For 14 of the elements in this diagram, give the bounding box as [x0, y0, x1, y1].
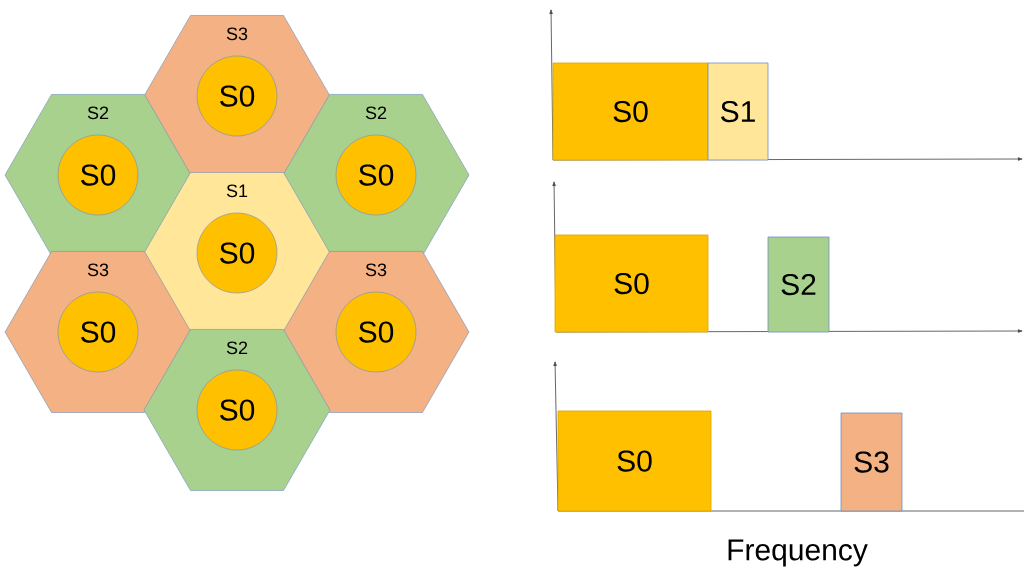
- spectrum-bar: S0: [552, 62, 709, 161]
- circle-area: S0: [335, 134, 417, 216]
- spectrum-bar: S0: [554, 234, 709, 333]
- spectrum-bar: S0: [557, 410, 712, 512]
- circle-area: S0: [335, 291, 417, 373]
- spectrum-bar: S2: [767, 236, 830, 333]
- circle-area: S0: [196, 55, 278, 137]
- circle-area: S0: [57, 134, 139, 216]
- spectrum-bar: S3: [840, 412, 903, 512]
- circle-area: S0: [57, 291, 139, 373]
- axis-label: Frequency: [728, 539, 868, 567]
- spectrum-bar: S1: [707, 62, 769, 161]
- circle-area: S0: [196, 369, 278, 451]
- circle-area: S0: [196, 212, 278, 294]
